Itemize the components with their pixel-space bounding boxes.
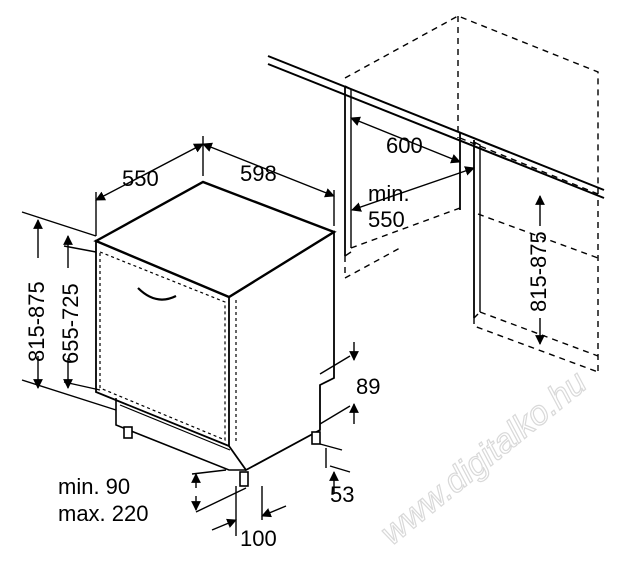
label-depth-550: 550 bbox=[122, 166, 159, 191]
cabinet-niche bbox=[267, 15, 605, 373]
dishwasher-body bbox=[93, 180, 337, 472]
label-niche-height: 815-875 bbox=[526, 231, 551, 312]
label-niche-min-depth: min.550 bbox=[368, 181, 410, 232]
label-height-total: 815-875 bbox=[24, 281, 49, 362]
label-height-door: 655-725 bbox=[58, 283, 83, 364]
label-niche-600: 600 bbox=[386, 133, 423, 158]
watermark: www.digitalko.hu bbox=[373, 363, 594, 552]
dimension-lines bbox=[21, 116, 545, 536]
label-kick-89: 89 bbox=[356, 374, 380, 399]
dishwasher-feet bbox=[123, 426, 321, 487]
label-width-598: 598 bbox=[240, 161, 277, 186]
label-plinth-100: 100 bbox=[240, 526, 277, 551]
label-foot-53: 53 bbox=[330, 482, 354, 507]
